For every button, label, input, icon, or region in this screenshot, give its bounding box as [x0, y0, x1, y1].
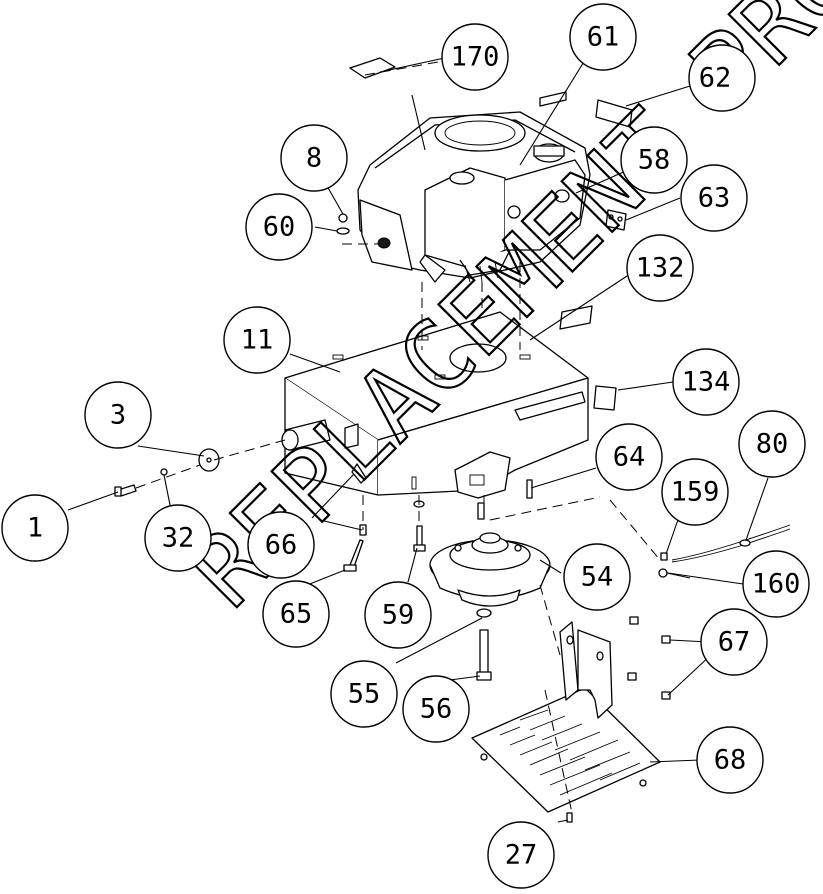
assembly-lines — [135, 61, 661, 814]
callout-8: 8 — [280, 124, 348, 192]
callout-58: 58 — [620, 126, 688, 194]
callout-67: 67 — [700, 608, 768, 676]
callout-160: 160 — [742, 550, 810, 618]
wire-harness — [658, 524, 791, 579]
callout-66: 66 — [247, 511, 315, 579]
pulley — [429, 532, 551, 681]
callout-label: 54 — [581, 562, 614, 593]
engine-labels — [349, 57, 633, 411]
callout-170: 170 — [441, 23, 509, 91]
engine-fasteners — [336, 213, 350, 235]
callout-label: 59 — [382, 600, 415, 631]
callout-3: 3 — [84, 381, 152, 449]
callout-label: 66 — [265, 530, 298, 561]
shield-plate — [471, 621, 661, 823]
callout-label: 56 — [420, 694, 453, 725]
callout-label: 160 — [752, 569, 801, 600]
callout-56: 56 — [402, 675, 470, 743]
callout-label: 67 — [718, 627, 751, 658]
callout-64: 64 — [595, 423, 663, 491]
callout-label: 27 — [505, 840, 538, 871]
callout-65: 65 — [262, 580, 330, 648]
callout-label: 80 — [756, 429, 789, 460]
bolts-right — [627, 616, 671, 700]
callout-60: 60 — [245, 193, 313, 261]
callout-63: 63 — [680, 164, 748, 232]
callout-label: 170 — [451, 42, 500, 73]
callout-159: 159 — [661, 458, 729, 526]
callout-label: 55 — [348, 679, 381, 710]
callout-label: 134 — [682, 367, 731, 398]
callout-label: 132 — [636, 253, 685, 284]
callout-label: 60 — [263, 212, 296, 243]
callout-label: 8 — [306, 143, 322, 174]
callout-label: 11 — [241, 325, 274, 356]
callout-label: 32 — [162, 523, 195, 554]
callout-label: 64 — [613, 442, 646, 473]
callout-leaders — [67, 51, 769, 823]
callout-label: 61 — [587, 22, 620, 53]
callout-label: 58 — [638, 145, 671, 176]
callout-62: 62 — [688, 44, 756, 112]
callout-11: 11 — [223, 306, 291, 374]
callout-68: 68 — [696, 726, 764, 794]
callout-1: 1 — [1, 494, 69, 562]
mounting-deck — [281, 311, 589, 499]
engine — [357, 111, 591, 283]
washer-and-bolts-left — [114, 448, 533, 572]
callout-134: 134 — [672, 348, 740, 416]
callout-label: 3 — [110, 400, 126, 431]
callout-label: 62 — [699, 63, 732, 94]
callout-27: 27 — [487, 821, 555, 889]
callout-bubbles: 170 61 62 8 58 63 60 132 11 134 3 80 64 … — [1, 3, 810, 889]
callout-54: 54 — [563, 543, 631, 611]
callout-80: 80 — [738, 410, 806, 478]
callout-59: 59 — [364, 581, 432, 649]
callout-label: 63 — [698, 183, 731, 214]
callout-55: 55 — [330, 660, 398, 728]
callout-label: 1 — [27, 513, 43, 544]
callout-32: 32 — [144, 504, 212, 572]
callout-label: 159 — [671, 477, 720, 508]
callout-132: 132 — [626, 234, 694, 302]
callout-61: 61 — [569, 3, 637, 71]
callout-label: 68 — [714, 745, 747, 776]
callout-label: 65 — [280, 599, 313, 630]
